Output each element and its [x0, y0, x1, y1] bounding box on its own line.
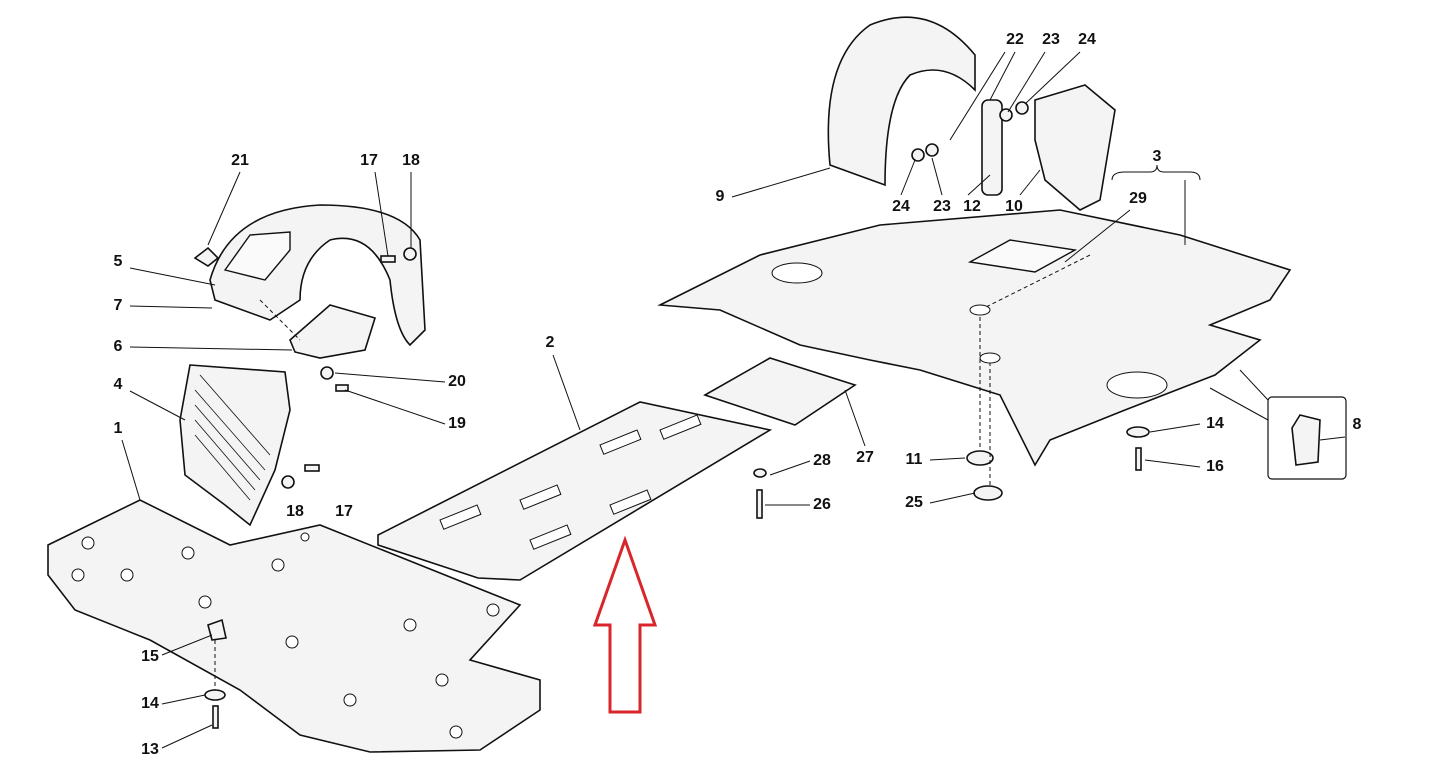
part-4-fins	[194, 374, 271, 501]
label-29: 29	[1129, 190, 1147, 207]
label-4: 4	[114, 376, 123, 393]
label-20: 20	[448, 373, 466, 390]
part-10-rear-duct	[1034, 84, 1116, 211]
label-23: 23	[933, 198, 951, 215]
label-25: 25	[905, 494, 923, 511]
label-22: 22	[1006, 31, 1024, 48]
part-8-bracket	[1291, 414, 1321, 466]
label-14b: 14	[1206, 415, 1224, 432]
label-14: 14	[141, 695, 159, 712]
part-29-access-panel	[967, 239, 1078, 273]
part-12-seal	[981, 99, 1003, 196]
label-1: 1	[114, 420, 123, 437]
label-28: 28	[813, 452, 831, 469]
label-5: 5	[114, 253, 123, 270]
label-27: 27	[856, 449, 874, 466]
part-2-floor-plate	[377, 401, 773, 581]
part-9-rear-wheel-liner	[827, 16, 976, 187]
part-3-opening-front	[771, 262, 823, 284]
part-2-slots	[439, 414, 702, 550]
label-19: 19	[448, 415, 466, 432]
label-16: 16	[1206, 458, 1224, 475]
label-17: 17	[360, 152, 378, 169]
part-6-access-cover	[289, 304, 377, 359]
label-2: 2	[546, 334, 555, 351]
label-7: 7	[114, 297, 123, 314]
label-3: 3	[1153, 148, 1162, 165]
label-6: 6	[114, 338, 123, 355]
part-1-front-undertray	[47, 499, 541, 753]
label-13: 13	[141, 741, 159, 758]
label-9: 9	[716, 188, 725, 205]
part-27-cover-plate	[703, 357, 857, 426]
label-18b: 18	[286, 503, 304, 520]
undertray-fasteners	[71, 532, 500, 739]
part-3-opening-rear	[1106, 371, 1168, 399]
label-10: 10	[1005, 198, 1023, 215]
label-23b: 23	[1042, 31, 1060, 48]
leader-lines	[121, 51, 1346, 749]
label-21: 21	[231, 152, 249, 169]
label-24: 24	[892, 198, 910, 215]
highlight-arrow	[592, 535, 658, 714]
label-26: 26	[813, 496, 831, 513]
part-4-air-duct	[179, 364, 291, 527]
part-5-vent-opening	[223, 231, 291, 281]
label-24b: 24	[1078, 31, 1096, 48]
label-11: 11	[906, 451, 923, 468]
label-8: 8	[1353, 416, 1362, 433]
callout-labels: 21 17 18 5 7 6 20 19 4 1 18 17 15 14 13 …	[114, 31, 1362, 758]
label-12: 12	[963, 198, 981, 215]
label-17b: 17	[335, 503, 353, 520]
label-15: 15	[141, 648, 159, 665]
label-18: 18	[402, 152, 420, 169]
